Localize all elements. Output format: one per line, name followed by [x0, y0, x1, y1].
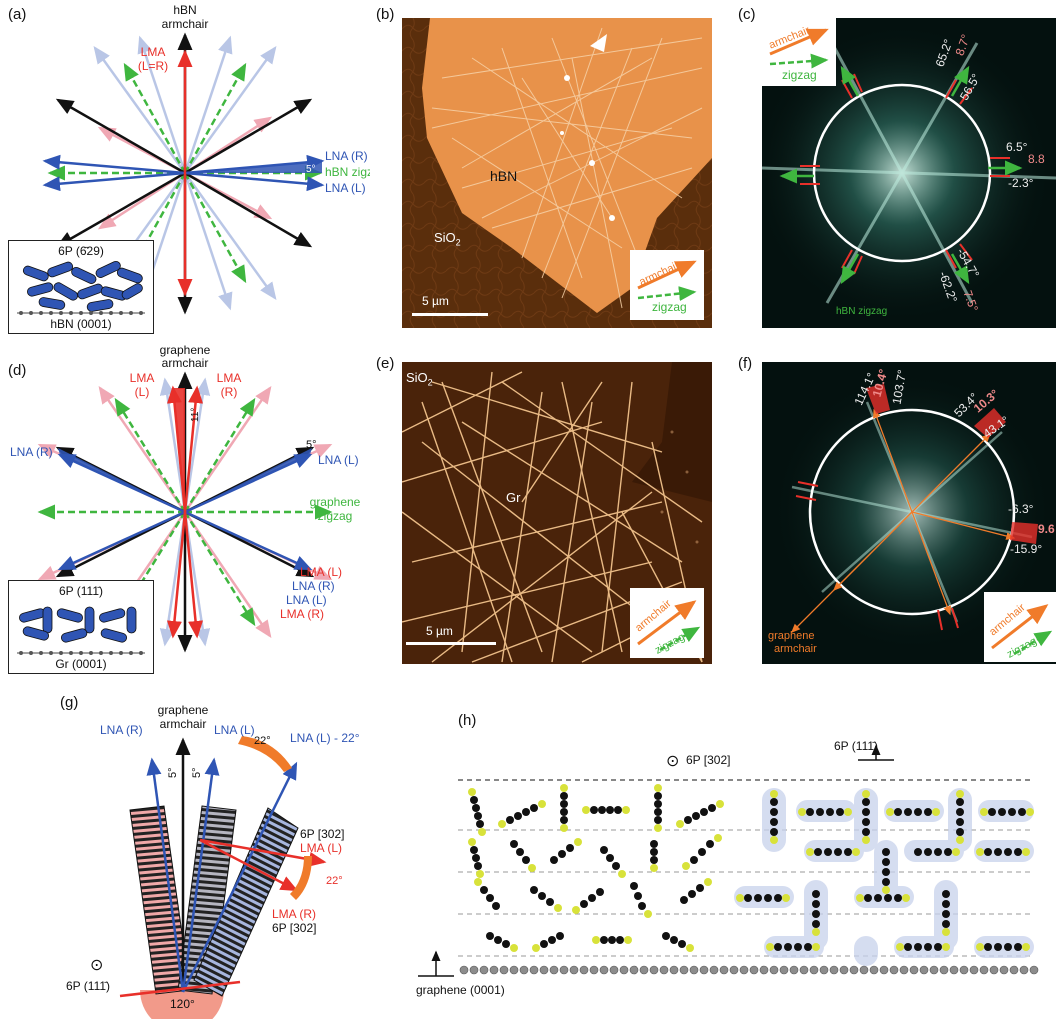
- d-lna-r: LNA (R): [10, 445, 53, 459]
- g-p302a: 6P [302]: [300, 827, 344, 841]
- h-graphene-atoms: [459, 965, 1039, 975]
- panel-a-diagram: hBN armchair LMA (L=R) 5° LNA (R) hBN zi…: [42, 3, 370, 315]
- a-angle: 5°: [306, 164, 316, 175]
- a-lna-l: LNA (L): [325, 181, 366, 195]
- d-inset-bottom: Gr (0001): [55, 657, 107, 671]
- a-inset-molecules: [17, 260, 145, 315]
- a-hbn-zigzag: hBN zigzag: [325, 165, 370, 179]
- d-inset-top: 6P (111̄): [58, 584, 104, 598]
- b-zigzag: zigzag: [652, 300, 687, 314]
- e-scalebar-label: 5 µm: [426, 624, 453, 638]
- panel-label-a: (a): [8, 6, 27, 23]
- c-a6: -2.3°: [1008, 176, 1034, 190]
- b-orientation-inset: armchair zigzag: [630, 250, 704, 320]
- g-p302b: 6P [302]: [272, 921, 316, 935]
- c-hbn-zigzag: hBN zigzag: [836, 306, 888, 317]
- e-scalebar: [406, 642, 496, 645]
- g-22-arrow-bottom: [290, 856, 312, 900]
- f-a8: 9.6: [1038, 522, 1055, 536]
- g-a22a: 22°: [254, 735, 271, 747]
- c-zigzag: zigzag: [782, 68, 817, 82]
- panel-label-g: (g): [60, 694, 79, 711]
- panel-d-diagram: graphene armchair LMA (L) LMA (R) 11° 5°…: [10, 343, 361, 653]
- panel-d-inset: 6P (111̄) Gr (0001): [8, 580, 154, 674]
- f-a9: -15.9°: [1010, 542, 1043, 556]
- panel-label-c: (c): [738, 6, 756, 23]
- a-inset-top: 6P (6̄29): [58, 244, 104, 258]
- g-lna-r: LNA (R): [100, 723, 143, 737]
- d-lma-l-2: (L): [135, 385, 150, 399]
- h-molecules: [468, 784, 1034, 952]
- g-a5b: 5°: [191, 767, 203, 778]
- g-22-arrow-top: [238, 736, 292, 772]
- a-lma-2: (L=R): [138, 59, 168, 73]
- a-top-label-1: hBN: [173, 3, 196, 17]
- b-sio2-label: SiO2: [434, 230, 461, 248]
- g-lma-l: LMA (L): [300, 841, 342, 855]
- d-gz-1: graphene: [310, 495, 361, 509]
- panel-label-d: (d): [8, 362, 27, 379]
- d-inset-molecules: [17, 606, 145, 655]
- d-lna-r-b: LNA (R): [292, 579, 335, 593]
- f-orientation-inset: armchair zigzag: [984, 592, 1056, 662]
- b-scalebar-label: 5 µm: [422, 294, 449, 308]
- g-a22b: 22°: [326, 875, 343, 887]
- b-hbn-label: hBN: [490, 168, 518, 184]
- panel-label-f: (f): [738, 355, 753, 372]
- e-sio2-label: SiO2: [406, 370, 433, 388]
- panel-a-inset: 6P (6̄29) hBN (0001): [8, 240, 154, 334]
- d-lma-r-2: (R): [221, 385, 238, 399]
- d-gz-2: zigzag: [318, 509, 353, 523]
- d-top-2: armchair: [162, 356, 209, 370]
- c-a5: 8.8: [1028, 152, 1045, 166]
- panel-b-afm-image: hBN SiO2 5 µm armchair zigzag: [402, 18, 712, 328]
- g-lna-l: LNA (L): [214, 723, 255, 737]
- d-lma-r-1: LMA: [217, 371, 242, 385]
- panel-label-b: (b): [376, 6, 395, 23]
- g-lma-r: LMA (R): [272, 907, 316, 921]
- h-p302: 6P [302]: [686, 753, 730, 767]
- d-lna-l: LNA (L): [318, 453, 359, 467]
- g-p111: 6P (111̄): [66, 979, 110, 993]
- g-lna-l-22: LNA (L) - 22°: [290, 731, 360, 745]
- d-lma-l-b: LMA (L): [300, 565, 342, 579]
- h-p111: 6P (111̄): [834, 740, 878, 753]
- d-lna-l-b: LNA (L): [286, 593, 327, 607]
- d-angle-11: 11°: [190, 408, 201, 422]
- f-a7: -6.3°: [1008, 502, 1034, 516]
- angle-wedge: [185, 161, 322, 173]
- b-scalebar: [412, 313, 488, 316]
- panel-label-h: (h): [458, 712, 477, 729]
- a-lna-r: LNA (R): [325, 149, 368, 163]
- a-lma-1: LMA: [141, 45, 166, 59]
- g-a5a: 5°: [167, 767, 179, 778]
- d-top-1: graphene: [160, 343, 211, 357]
- panel-h-diagram: ⊙ 6P [302] 6P (111̄) graphene (0001): [416, 740, 1039, 997]
- d-angle-5: 5°: [306, 439, 317, 451]
- panel-e-afm-image: SiO2 Gr 5 µm armchair zigzag: [402, 362, 712, 664]
- g-top-2: armchair: [160, 717, 207, 731]
- d-lma-l-1: LMA: [130, 371, 155, 385]
- panel-c-fft-image: armchair zigzag 65.2° 8.7° 56.5° 6.5° 8.…: [762, 18, 1056, 328]
- g-120-wedge: [140, 990, 224, 1019]
- e-orientation-inset: armchair zigzag: [630, 588, 704, 658]
- a-inset-bottom: hBN (0001): [50, 317, 112, 331]
- c-orientation-inset: armchair zigzag: [762, 18, 836, 86]
- panel-f-fft-image: 114.1° 10.4° 103.7° 53.4° 10.3° 43.1° -6…: [762, 362, 1056, 664]
- g-top-1: graphene: [158, 703, 209, 717]
- h-odot-icon: ⊙: [666, 753, 679, 770]
- g-a120: 120°: [170, 997, 195, 1011]
- h-graphene: graphene (0001): [416, 983, 505, 997]
- panel-label-e: (e): [376, 355, 395, 372]
- d-lma-r-b: LMA (R): [280, 607, 324, 621]
- a-top-label-2: armchair: [162, 17, 209, 31]
- panel-g-diagram: graphene armchair LNA (R) LNA (L) LNA (L…: [66, 703, 360, 1019]
- e-gr-label: Gr: [506, 490, 521, 505]
- g-odot-icon: ⊙: [90, 957, 103, 974]
- c-a4: 6.5°: [1006, 140, 1028, 154]
